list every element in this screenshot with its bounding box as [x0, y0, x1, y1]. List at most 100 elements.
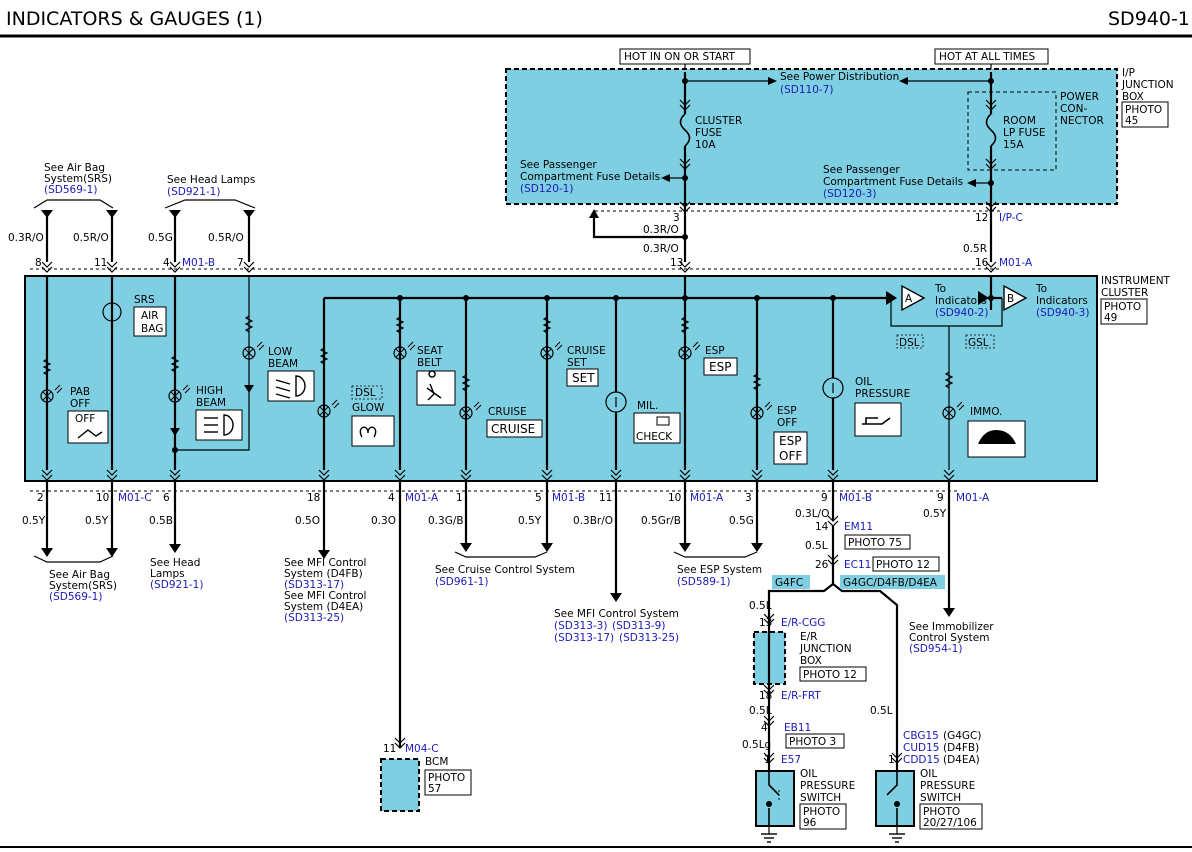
esp-system-ref[interactable]: (SD589-1) — [677, 576, 730, 588]
pass-fuse-right-ref[interactable]: (SD120-3) — [823, 188, 876, 200]
pass-fuse-left-ref[interactable]: (SD120-1) — [520, 183, 573, 195]
er-box-label-2: JUNCTION — [799, 643, 852, 655]
bottom-airbag-see-2: System(SRS) — [49, 580, 117, 592]
switch1-photo-label: PHOTO — [803, 806, 840, 818]
bcm-photo-label: PHOTO — [428, 772, 465, 784]
conn-m01-a-2[interactable]: M01-A — [690, 492, 724, 504]
cluster-fuse-label: CLUSTER — [695, 115, 742, 127]
cluster-label-2: CLUSTER — [1101, 287, 1148, 299]
conn-m01-b-top[interactable]: M01-B — [182, 257, 215, 269]
switch1-photo-number: 96 — [803, 817, 817, 829]
wire-mid-top: 0.3R/O — [643, 224, 679, 236]
switch2-photo-number: 20/27/106 — [923, 817, 977, 829]
mfi-ref-3a[interactable]: (SD313-3) — [554, 620, 607, 632]
bottom-airbag-see: See Air Bag — [49, 569, 110, 581]
top-headlamp-ref[interactable]: (SD921-1) — [167, 186, 220, 198]
pin-8: 8 — [35, 257, 42, 269]
eb11-connector[interactable]: EB11 — [784, 722, 811, 734]
ec11-connector[interactable]: EC11 — [844, 559, 871, 571]
cbg15-connector[interactable]: CBG15 — [903, 730, 939, 742]
ercgg-pin: 13 — [759, 617, 772, 629]
pin-11: 11 — [94, 257, 107, 269]
pab-off-symbol-text: OFF — [75, 413, 95, 425]
cbg15-variant: (G4GC) — [943, 730, 981, 742]
er-box-label: E/R — [800, 631, 817, 643]
mfi-ref-3c[interactable]: (SD313-17) — [554, 632, 614, 644]
to-indicators-a-ref[interactable]: (SD940-2) — [935, 307, 988, 319]
immo-label: IMMO. — [970, 406, 1002, 418]
em11-connector[interactable]: EM11 — [844, 521, 873, 533]
erfrt-pin: 18 — [759, 690, 772, 702]
instrument-cluster — [24, 275, 1098, 482]
switch2-photo-label: PHOTO — [923, 806, 960, 818]
bcm-photo-box — [424, 769, 472, 796]
erfrt-connector[interactable]: E/R-FRT — [781, 690, 821, 702]
to-indicators-b: To — [1035, 283, 1047, 295]
switch2-label-3: SWITCH — [920, 792, 961, 804]
conn-m01-a-1[interactable]: M01-A — [405, 492, 439, 504]
indicator-b-letter: B — [1007, 293, 1014, 305]
pass-fuse-left-label: See Passenger — [520, 159, 597, 171]
bottom-pin-9a: 9 — [821, 492, 828, 504]
er-photo-label: PHOTO 12 — [803, 669, 857, 681]
seat-belt-symbol — [416, 370, 456, 406]
cdd15-connector[interactable]: CDD15 — [903, 754, 940, 766]
low-beam-label: LOW — [268, 346, 293, 358]
esp-off-symbol-text: ESP — [779, 434, 801, 448]
bcm-connector[interactable]: M04-C — [405, 743, 439, 755]
to-indicators-b-ref[interactable]: (SD940-3) — [1036, 307, 1089, 319]
mfi-see-3: See MFI Control System — [554, 608, 679, 620]
photo75-label: PHOTO 75 — [848, 537, 902, 549]
conn-m01-a-top[interactable]: M01-A — [999, 257, 1033, 269]
cruise-control-ref[interactable]: (SD961-1) — [435, 576, 488, 588]
conn-m01-c[interactable]: M01-C — [118, 492, 152, 504]
bottom-pin-11: 11 — [599, 492, 612, 504]
oil-pressure-label-2: PRESSURE — [855, 388, 910, 400]
bottom-headlamp-ref[interactable]: (SD921-1) — [150, 579, 203, 591]
cud15-connector[interactable]: CUD15 — [903, 742, 939, 754]
e57-connector[interactable]: E57 — [781, 754, 801, 766]
bwire-3: 0.5B — [149, 515, 173, 527]
conn-m01-a-3[interactable]: M01-A — [956, 492, 990, 504]
ip-photo-label: PHOTO — [1125, 104, 1162, 116]
wire-right-top: 0.5R — [963, 243, 987, 255]
mfi-ref-3d[interactable]: (SD313-25) — [619, 632, 679, 644]
to-indicators-b-2: Indicators — [1036, 295, 1088, 307]
cud15-variant: (D4FB) — [943, 742, 979, 754]
esp-off-label: ESP — [777, 405, 797, 417]
switch2-photo-box — [919, 803, 983, 830]
mfi-ref-1[interactable]: (SD313-17) — [284, 579, 344, 591]
cruise-label: CRUISE — [488, 406, 527, 418]
er-box-label-3: BOX — [800, 655, 822, 667]
conn-m01-b-1[interactable]: M01-B — [552, 492, 585, 504]
mfi-ref-2[interactable]: (SD313-25) — [284, 612, 344, 624]
bottom-pin-10a: 10 — [96, 492, 109, 504]
bcm-photo-number: 57 — [428, 783, 441, 795]
see-power-ref[interactable]: (SD110-7) — [780, 84, 833, 96]
pass-fuse-left-label-2: Compartment Fuse Details — [520, 171, 660, 183]
ip-photo-box — [1121, 101, 1169, 128]
photo3-box — [785, 733, 845, 749]
bottom-airbag-ref[interactable]: (SD569-1) — [49, 591, 102, 603]
dsl-label: DSL — [355, 387, 376, 399]
wire-05l-3: 0.5L — [749, 705, 772, 717]
glow-label: GLOW — [352, 402, 385, 414]
low-beam-label-2: BEAM — [268, 358, 298, 370]
ipc-pin-3: 3 — [673, 212, 680, 224]
conn-m01-b-2[interactable]: M01-B — [839, 492, 872, 504]
ercgg-connector[interactable]: E/R-CGG — [781, 617, 825, 629]
top-airbag-ref[interactable]: (SD569-1) — [44, 184, 97, 196]
to-indicators-a: To — [934, 283, 946, 295]
see-power-distribution: See Power Distribution — [780, 71, 899, 83]
oil-pressure-switch-2 — [875, 770, 915, 827]
pin-13: 13 — [670, 257, 683, 269]
mfi-see-2b: System (D4EA) — [284, 601, 363, 613]
ipc-connector[interactable]: I/P-C — [999, 212, 1023, 224]
bottom-pin-5: 5 — [535, 492, 542, 504]
esp-label: ESP — [705, 345, 725, 357]
mfi-ref-3b[interactable]: (SD313-9) — [612, 620, 665, 632]
power-connector-label: POWER — [1060, 91, 1099, 103]
immo-ref[interactable]: (SD954-1) — [909, 643, 962, 655]
bottom-pin-4: 4 — [388, 492, 395, 504]
mfi-see-2: See MFI Control — [284, 590, 366, 602]
